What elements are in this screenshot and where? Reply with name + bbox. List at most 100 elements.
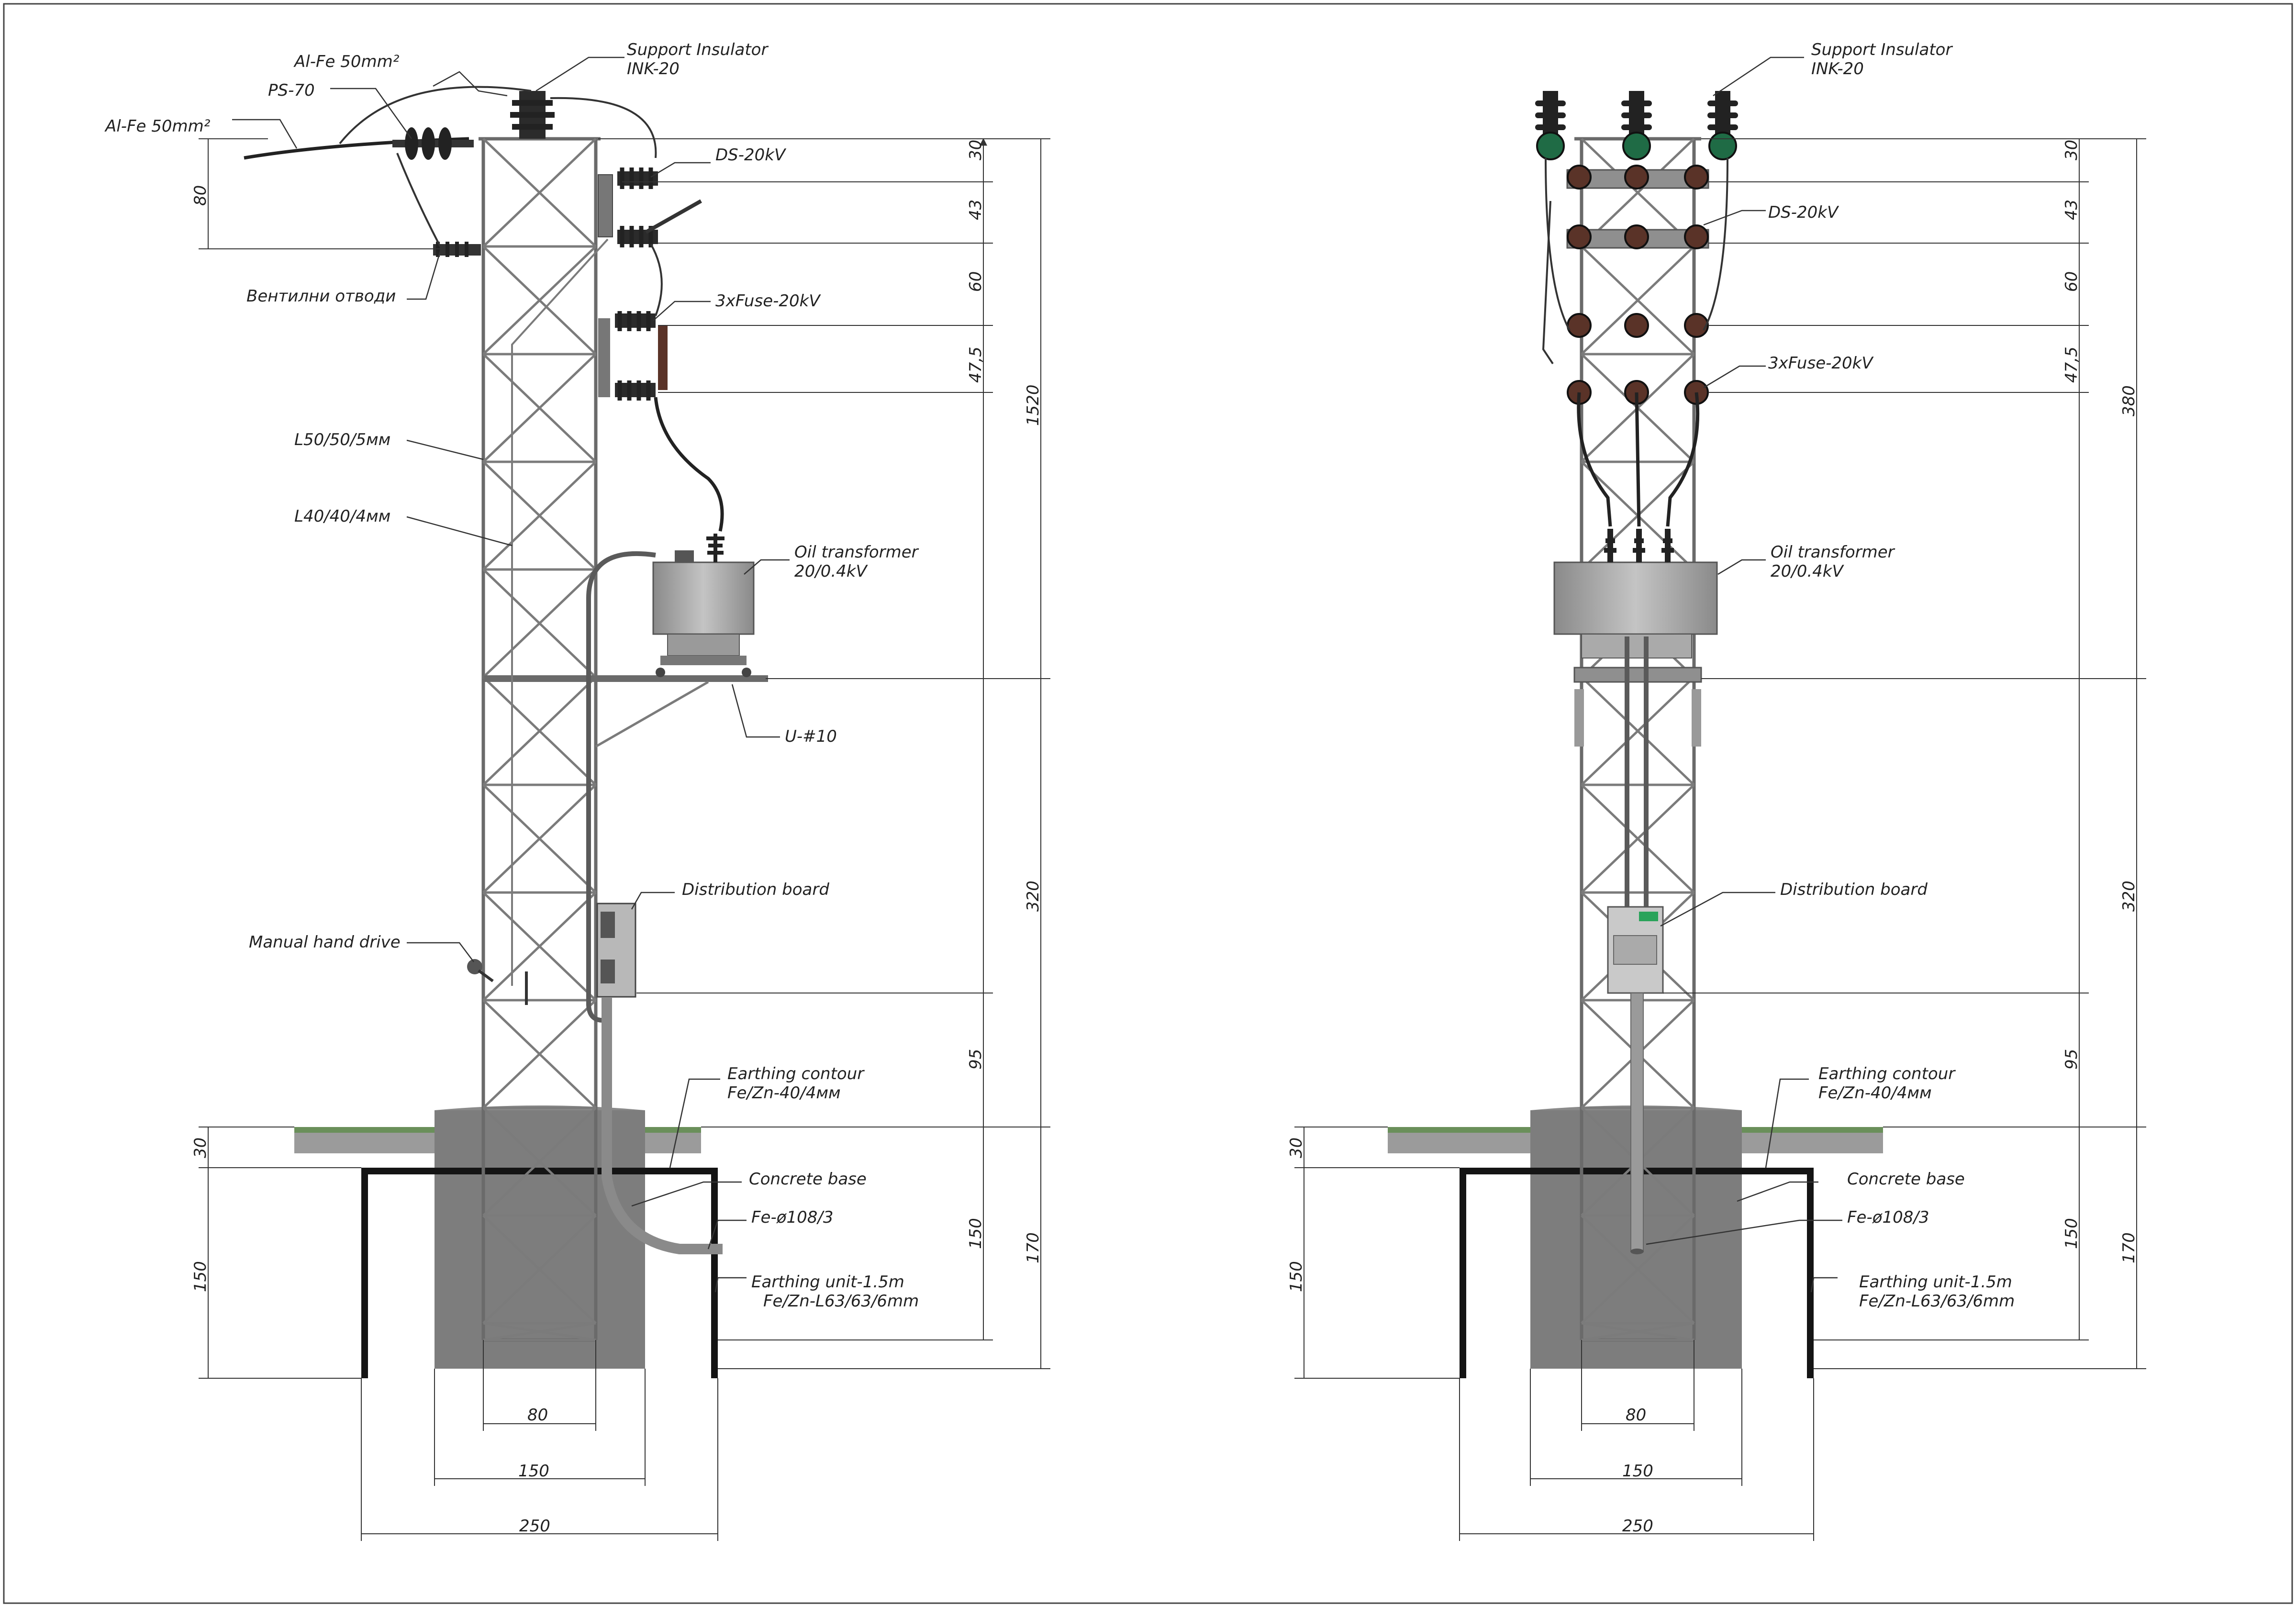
label-transformer-rating: 20/0.4kV	[794, 562, 868, 581]
label-support-insulator-type-right: INK-20	[1811, 59, 1864, 78]
lattice-brace	[482, 676, 597, 786]
label-earthing-contour-right: Earthing contour	[1818, 1064, 1956, 1083]
insulator-cap	[1708, 132, 1737, 160]
earthing-contour-bar	[361, 1168, 718, 1174]
earthing-rod-left	[361, 1168, 368, 1378]
insulator-shed	[1621, 124, 1652, 130]
label-transformer: Oil transformer	[794, 543, 919, 562]
concrete-base-block	[435, 1110, 645, 1369]
label-pipe: Fe-ø108/3	[751, 1208, 834, 1227]
dim-80-base-right: 80	[1626, 1406, 1646, 1425]
lattice-brace	[482, 461, 597, 570]
lattice-brace	[482, 784, 597, 893]
insulator-shed	[1535, 100, 1566, 106]
disconnector-ds20	[598, 167, 702, 247]
dim-30-ground: 30	[191, 1138, 210, 1158]
label-ps70: PS-70	[268, 81, 315, 100]
dim-47-5: 47,5	[966, 346, 985, 383]
lattice-brace	[483, 1322, 596, 1341]
dim-170: 170	[1024, 1232, 1043, 1263]
dim-95-right: 95	[2062, 1049, 2081, 1070]
dim-380: 380	[2119, 385, 2139, 416]
distribution-board-front	[1607, 906, 1664, 994]
lattice-brace	[482, 246, 597, 355]
label-earthing-contour-spec: Fe/Zn-40/4мм	[727, 1083, 841, 1103]
ps70-insulator-string	[392, 127, 474, 160]
lattice-brace	[1581, 676, 1695, 786]
insulator-shed	[1707, 112, 1738, 118]
dim-320-right: 320	[2119, 881, 2139, 912]
dim-47-5-right: 47,5	[2062, 346, 2081, 383]
label-support-insulator: Support Insulator	[627, 40, 769, 59]
label-transformer-rating-right: 20/0.4kV	[1771, 562, 1844, 581]
insulator-shed	[1707, 100, 1738, 106]
transformer-tank	[652, 561, 755, 635]
side-view: Support Insulator INK-20 Al-Fe 50mm² PS-…	[104, 40, 1050, 1541]
pod	[1684, 224, 1709, 249]
transformer-tank-front	[1553, 561, 1718, 635]
lattice-brace	[1581, 1322, 1694, 1341]
dim-60: 60	[966, 271, 985, 292]
lattice-brace	[482, 999, 597, 1109]
label-concrete-base-right: Concrete base	[1847, 1170, 1965, 1189]
dim-250-base: 250	[519, 1517, 550, 1536]
label-u10: U-#10	[785, 727, 837, 746]
label-support-insulator-type: INK-20	[627, 59, 680, 78]
pod	[1567, 165, 1592, 190]
label-manual-drive: Manual hand drive	[249, 933, 401, 952]
pod	[1684, 313, 1709, 338]
label-earthing-unit: Earthing unit-1.5m	[751, 1272, 904, 1292]
lattice-brace	[1581, 246, 1695, 355]
insulator-shed	[1535, 112, 1566, 118]
lattice-brace	[482, 569, 597, 678]
pod	[1567, 224, 1592, 249]
label-distribution-board-right: Distribution board	[1780, 880, 1928, 899]
label-support-insulator-right: Support Insulator	[1811, 40, 1953, 59]
insulator-shed	[1621, 100, 1652, 106]
dim-30-right: 30	[2062, 140, 2081, 160]
label-earthing-contour-spec-right: Fe/Zn-40/4мм	[1818, 1083, 1932, 1103]
dim-150-right-right: 150	[2062, 1218, 2081, 1249]
label-ds20-right: DS-20kV	[1768, 203, 1839, 222]
pod	[1624, 224, 1649, 249]
pod	[1567, 313, 1592, 338]
label-arresters: Вентилни отводи	[246, 287, 396, 306]
label-earthing-unit-spec: Fe/Zn-L63/63/6mm	[763, 1292, 919, 1311]
sheet-border	[3, 3, 2293, 1604]
dim-80-left: 80	[191, 185, 210, 206]
dim-150-left-right: 150	[1287, 1261, 1306, 1292]
front-view: Support Insulator INK-20 DS-20kV 3xFuse-…	[1287, 40, 2146, 1541]
label-distribution-board: Distribution board	[682, 880, 829, 899]
dim-150-left: 150	[191, 1261, 210, 1292]
label-transformer-right: Oil transformer	[1771, 543, 1895, 562]
dim-95: 95	[966, 1049, 985, 1070]
lattice-brace	[1581, 138, 1695, 247]
pod	[1624, 165, 1649, 190]
dim-1520: 1520	[1024, 384, 1043, 426]
fuse-assembly	[598, 311, 668, 401]
insulator-shed	[1621, 112, 1652, 118]
dim-43-right: 43	[2062, 200, 2081, 220]
label-l40: L40/40/4мм	[294, 507, 390, 526]
insulator-shed	[1535, 124, 1566, 130]
label-fuse-right: 3xFuse-20kV	[1768, 354, 1874, 373]
label-l50: L50/50/5мм	[294, 430, 390, 449]
dim-250-base-right: 250	[1622, 1517, 1653, 1536]
label-fuse: 3xFuse-20kV	[715, 291, 821, 311]
lattice-brace	[482, 138, 597, 247]
label-pipe-right: Fe-ø108/3	[1847, 1208, 1929, 1227]
label-alfe-left: Al-Fe 50mm²	[104, 117, 211, 136]
label-alfe-top: Al-Fe 50mm²	[293, 52, 400, 71]
earthing-rod-right	[711, 1168, 718, 1378]
lattice-brace	[482, 353, 597, 463]
dim-150-base: 150	[518, 1462, 549, 1481]
dim-30-ground-right: 30	[1287, 1138, 1306, 1158]
dim-60-right: 60	[2062, 271, 2081, 292]
insulator-cap	[1536, 132, 1565, 160]
distribution-board	[596, 903, 636, 998]
lattice-brace	[1581, 1215, 1695, 1324]
label-earthing-unit-spec-right: Fe/Zn-L63/63/6mm	[1859, 1292, 2015, 1311]
pod	[1624, 313, 1649, 338]
dim-320: 320	[1024, 881, 1043, 912]
